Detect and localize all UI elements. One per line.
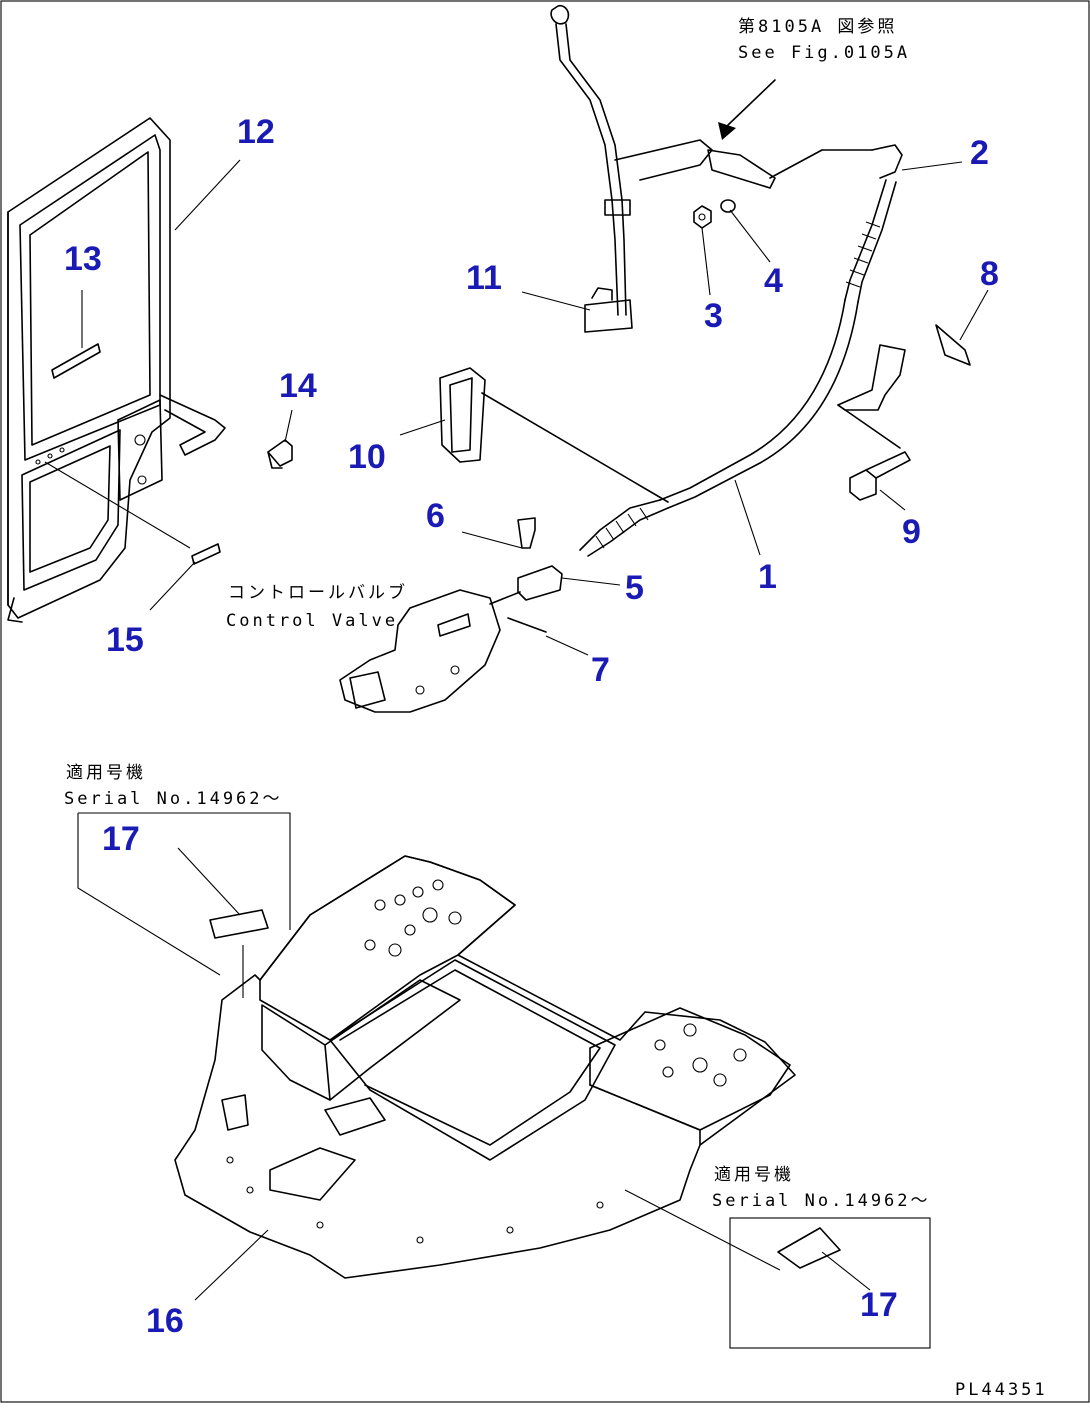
- label-17-top: [209, 909, 269, 939]
- callout-1: 1: [758, 558, 777, 596]
- callout-17-bottom: 17: [860, 1286, 898, 1324]
- serial-label-jp-bottom: 適用号機: [714, 1165, 794, 1185]
- cab-floor: [174, 855, 796, 1279]
- bracket-8: [837, 324, 971, 411]
- serial-label-en-top: Serial No.14962～: [64, 789, 283, 809]
- callout-2: 2: [970, 134, 989, 172]
- callout-8: 8: [980, 255, 999, 293]
- valve-label-jp: コントロールバルブ: [228, 582, 408, 603]
- washer-4: [720, 199, 736, 213]
- callout-4: 4: [764, 262, 783, 300]
- callout-15: 15: [106, 621, 144, 659]
- leader-10: [481, 392, 669, 503]
- cotter-pin-7: [507, 617, 547, 633]
- callout-7: 7: [591, 651, 610, 689]
- clevis-5: [517, 565, 563, 601]
- callout-17-top: 17: [102, 820, 140, 858]
- callout-14: 14: [279, 367, 317, 405]
- callout-6: 6: [426, 497, 445, 535]
- pin-6: [517, 517, 536, 549]
- leader-8-9: [837, 404, 901, 449]
- cable-assembly: [579, 144, 903, 557]
- serial-box-bottom: [729, 1217, 931, 1349]
- leader-fig-ref: [727, 79, 776, 126]
- callout-16: 16: [146, 1302, 184, 1340]
- serial-label-jp-top: 適用号機: [66, 763, 146, 783]
- label-17-bottom: [777, 1227, 841, 1269]
- bolt-14: [267, 439, 293, 469]
- cab-door: [7, 117, 226, 623]
- callout-12: 12: [237, 113, 275, 151]
- callout-13: 13: [64, 240, 102, 278]
- drawing-code: PL44351: [955, 1380, 1048, 1400]
- fig-ref-en: See Fig.0105A: [738, 43, 910, 63]
- callout-3: 3: [704, 297, 723, 335]
- bracket-10: [439, 367, 486, 463]
- leader-17-bottom-part: [624, 1189, 781, 1271]
- bolt-9: [849, 451, 911, 501]
- callout-10: 10: [348, 438, 386, 476]
- callout-9: 9: [902, 513, 921, 551]
- valve-label-en: Control Valve: [226, 611, 398, 631]
- callout-11: 11: [466, 259, 502, 297]
- callout-5: 5: [625, 569, 644, 607]
- fig-ref-jp: 第8105A 図参照: [738, 17, 897, 37]
- control-valve: [339, 589, 521, 713]
- arrow-head: [718, 122, 736, 140]
- serial-box-top: [77, 812, 291, 976]
- label-plate-15: [191, 543, 221, 565]
- serial-label-en-bottom: Serial No.14962～: [712, 1191, 931, 1211]
- control-lever: [550, 4, 776, 333]
- nut-3: [693, 205, 712, 229]
- leader-lines: [44, 159, 989, 1301]
